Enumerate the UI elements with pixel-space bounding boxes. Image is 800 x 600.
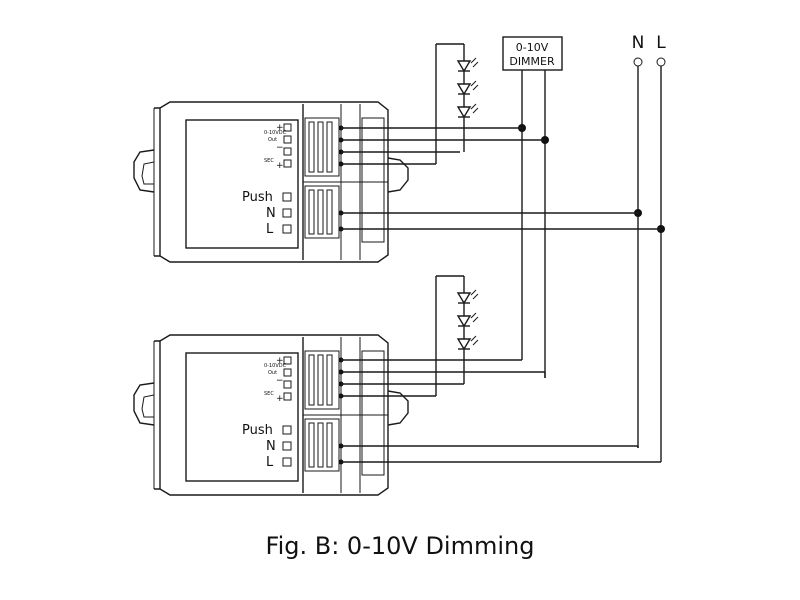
led-icon: [456, 80, 479, 96]
push-label: Push: [242, 190, 273, 205]
dim-label-1: 0-10VDC: [264, 363, 287, 369]
dim-label-1: 0-10VDC: [264, 130, 287, 136]
n-label: N: [266, 206, 276, 221]
led-icon: [456, 103, 479, 119]
driver-2: 0-10VDC Out SEC + − + Push N L: [133, 334, 409, 496]
mains-terminals: N L: [632, 33, 666, 462]
driver-1: 0-10VDC Out SEC + − + Push N L: [133, 101, 409, 263]
l-label: L: [266, 455, 274, 470]
neutral-terminal: [633, 57, 643, 67]
l-label: L: [266, 222, 274, 237]
dimmer-box: 0-10V DIMMER: [502, 36, 563, 378]
dim-label-2: Out: [268, 370, 277, 376]
driver-1-wiring: [341, 43, 661, 230]
dimmer-label-1: 0-10V: [516, 41, 549, 54]
sec-label: SEC: [264, 158, 274, 164]
led-string-1: [456, 57, 479, 119]
push-label: Push: [242, 423, 273, 438]
led-icon: [456, 335, 479, 351]
led-icon: [456, 57, 479, 73]
neutral-label: N: [632, 33, 645, 53]
plus-label: +: [276, 161, 284, 171]
led-icon: [456, 289, 479, 305]
driver-2-wiring: [341, 275, 661, 463]
n-label: N: [266, 439, 276, 454]
led-icon: [456, 312, 479, 328]
minus-label: −: [276, 143, 284, 153]
live-terminal: [656, 57, 666, 67]
sec-label: SEC: [264, 391, 274, 397]
led-string-2: [456, 289, 479, 351]
minus-label: −: [276, 376, 284, 386]
plus-label: +: [276, 356, 284, 366]
plus-label: +: [276, 123, 284, 133]
plus-label: +: [276, 394, 284, 404]
dim-label-2: Out: [268, 137, 277, 143]
dimmer-label-2: DIMMER: [509, 55, 555, 68]
figure-caption: Fig. B: 0-10V Dimming: [265, 532, 535, 560]
live-label: L: [656, 33, 666, 53]
